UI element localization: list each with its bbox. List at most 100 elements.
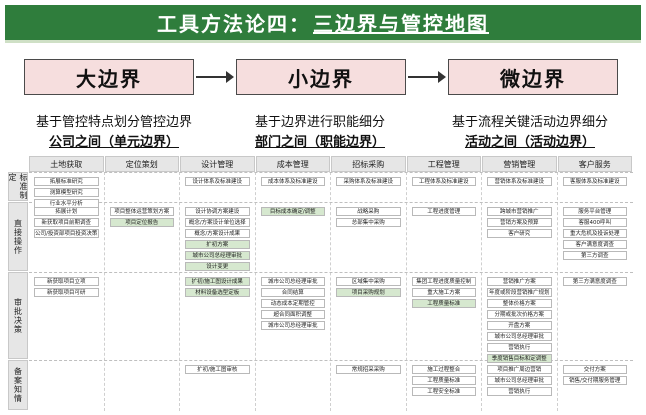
boundary-medium: 小边界 bbox=[236, 59, 406, 95]
boundary-large-description: 基于管控特点划分管控边界 公司之间（单元边界） bbox=[14, 111, 214, 150]
description-line: 基于管控特点划分管控边界 bbox=[35, 115, 192, 130]
matrix-cell: 材料设备选型定板 bbox=[185, 288, 250, 297]
matrix-cell: 交付方案 bbox=[562, 365, 627, 374]
matrix-cell: 项目定位报告 bbox=[109, 218, 174, 227]
matrix-cell: 合同结算 bbox=[260, 288, 325, 297]
matrix-cell: 区域集中采购 bbox=[336, 277, 401, 286]
matrix-cell: 扩初方案 bbox=[185, 240, 250, 249]
description-line: 基于边界进行职能细分 bbox=[254, 115, 385, 130]
boundary-medium-description: 基于边界进行职能细分 部门之间（职能边界） bbox=[220, 111, 420, 150]
matrix-cell: 成本体系及标准建设 bbox=[260, 177, 325, 186]
column-divider bbox=[179, 172, 180, 411]
matrix-cell: 概念/方案设计单位选择 bbox=[185, 218, 250, 227]
matrix-cell: 设计体系及标准建设 bbox=[185, 177, 250, 186]
matrix-cell: 项目推广周边营销 bbox=[487, 365, 552, 374]
row-header: 审批决策 bbox=[8, 272, 28, 359]
matrix-cell: 销售/交付期服务管理 bbox=[562, 376, 627, 385]
matrix-cell: 跨城市营销推广 bbox=[487, 207, 552, 216]
matrix-cell: 城市公司总经理审批 bbox=[185, 251, 250, 260]
matrix-cell: 工程进度管理 bbox=[411, 207, 476, 216]
matrix-cell: 新获取项目立项 bbox=[34, 277, 99, 286]
matrix-cell: 扩初/施工图审核 bbox=[185, 365, 250, 374]
matrix-cell: 客服体系及标准建设 bbox=[562, 177, 627, 186]
matrix-cell: 工程质量标准 bbox=[411, 376, 476, 385]
matrix-cell: 采购体系及标准建设 bbox=[336, 177, 401, 186]
control-map-matrix: 土地获取定位策划设计管理成本管理招标采购工程管理营销管理客户服务标准制定直接操作… bbox=[8, 156, 633, 411]
boundary-micro-description: 基于流程关键活动边界细分 活动之间（活动边界） bbox=[430, 111, 630, 150]
matrix-cell: 拓展计划 bbox=[34, 207, 99, 216]
column-divider bbox=[405, 172, 407, 411]
column-header: 定位策划 bbox=[104, 156, 179, 172]
matrix-cell: 公司/投资部项目投资决策 bbox=[34, 229, 99, 238]
title-bar: 工具方法论四： 三边界与管控地图 bbox=[5, 5, 641, 43]
column-header: 客户服务 bbox=[557, 156, 632, 172]
arrow-right-icon bbox=[408, 71, 446, 83]
matrix-cell: 客户研究 bbox=[487, 229, 552, 238]
description-line: 基于流程关键活动边界细分 bbox=[451, 115, 608, 130]
row-divider bbox=[29, 172, 633, 173]
matrix-cell: 概念/方案设计成果 bbox=[185, 229, 250, 238]
column-divider bbox=[556, 172, 558, 411]
matrix-cell: 目标成本确定/调整 bbox=[260, 207, 325, 216]
page-title: 工具方法论四： bbox=[157, 12, 311, 36]
boundary-micro: 微边界 bbox=[448, 59, 618, 95]
matrix-cell: 年度或阶段营销推广规划 bbox=[487, 288, 552, 297]
column-header: 设计管理 bbox=[180, 156, 255, 172]
matrix-cell: 设计协调方案建设 bbox=[185, 207, 250, 216]
column-divider bbox=[103, 172, 105, 411]
matrix-cell: 新获取项目前期调查 bbox=[34, 218, 99, 227]
matrix-cell: 城市公司总经理审批 bbox=[260, 321, 325, 330]
matrix-cell: 工程体系及标准建设 bbox=[411, 177, 476, 186]
description-subtitle: 活动之间（活动边界） bbox=[464, 135, 595, 150]
boundary-large: 大边界 bbox=[24, 59, 194, 95]
column-divider bbox=[481, 172, 482, 411]
matrix-cell: 城市公司总经理审批 bbox=[487, 332, 552, 341]
description-subtitle: 公司之间（单元边界） bbox=[48, 135, 179, 150]
matrix-cell: 常规招采采购 bbox=[336, 365, 401, 374]
matrix-cell: 总部集中采购 bbox=[336, 218, 401, 227]
matrix-cell: 整体价格方案 bbox=[487, 299, 552, 308]
arrow-right-icon bbox=[196, 71, 234, 83]
matrix-cell: 客户满意度调查 bbox=[562, 240, 627, 249]
matrix-cell: 超合同面积调整 bbox=[260, 310, 325, 319]
row-divider bbox=[29, 202, 633, 203]
matrix-cell: 设计变更 bbox=[185, 262, 250, 271]
page-title-highlight: 三边界与管控地图 bbox=[313, 12, 489, 36]
column-header: 成本管理 bbox=[255, 156, 330, 172]
matrix-cell: 城市公司总经理审批 bbox=[487, 376, 552, 385]
matrix-cell: 分期或批次价格方案 bbox=[487, 310, 552, 319]
matrix-cell: 季度销售目标和定调整 bbox=[487, 354, 552, 363]
matrix-cell: 项目整体运营策划方案 bbox=[109, 207, 174, 216]
matrix-cell: 新获取项目可研 bbox=[34, 288, 99, 297]
row-header: 备案知情 bbox=[8, 360, 28, 410]
column-divider bbox=[254, 172, 256, 411]
matrix-cell: 扩初/施工图设计成果 bbox=[185, 277, 250, 286]
matrix-cell: 战略采购 bbox=[336, 207, 401, 216]
matrix-cell: 动态成本定期管控 bbox=[260, 299, 325, 308]
column-header: 招标采购 bbox=[331, 156, 406, 172]
matrix-cell: 营销执行 bbox=[487, 343, 552, 352]
row-divider bbox=[29, 360, 633, 361]
matrix-cell: 客服400呼叫 bbox=[562, 218, 627, 227]
column-header: 土地获取 bbox=[29, 156, 104, 172]
matrix-cell: 第三方调查 bbox=[562, 251, 627, 260]
matrix-cell: 重大施工方案 bbox=[411, 288, 476, 297]
matrix-cell: 开盘方案 bbox=[487, 321, 552, 330]
matrix-cell: 重大危机及投诉处理 bbox=[562, 229, 627, 238]
column-header: 工程管理 bbox=[406, 156, 481, 172]
matrix-cell: 测算模型研究 bbox=[34, 188, 99, 197]
matrix-cell: 营销体系及标准建设 bbox=[487, 177, 552, 186]
row-divider bbox=[29, 272, 633, 273]
matrix-cell: 服务平台管理 bbox=[562, 207, 627, 216]
row-header: 标准制定 bbox=[8, 172, 28, 201]
matrix-cell: 营销推广方案 bbox=[487, 277, 552, 286]
column-header: 营销管理 bbox=[482, 156, 557, 172]
row-header: 直接操作 bbox=[8, 202, 28, 271]
matrix-cell: 集团工程进度质量控制 bbox=[411, 277, 476, 286]
matrix-cell: 营销方案及预算 bbox=[487, 218, 552, 227]
matrix-cell: 营销执行 bbox=[487, 387, 552, 396]
matrix-cell: 施工过程整合 bbox=[411, 365, 476, 374]
matrix-cell: 项目采购规划 bbox=[336, 288, 401, 297]
matrix-cell: 工程质量标准 bbox=[411, 299, 476, 308]
matrix-cell: 城市公司总经理审批 bbox=[260, 277, 325, 286]
